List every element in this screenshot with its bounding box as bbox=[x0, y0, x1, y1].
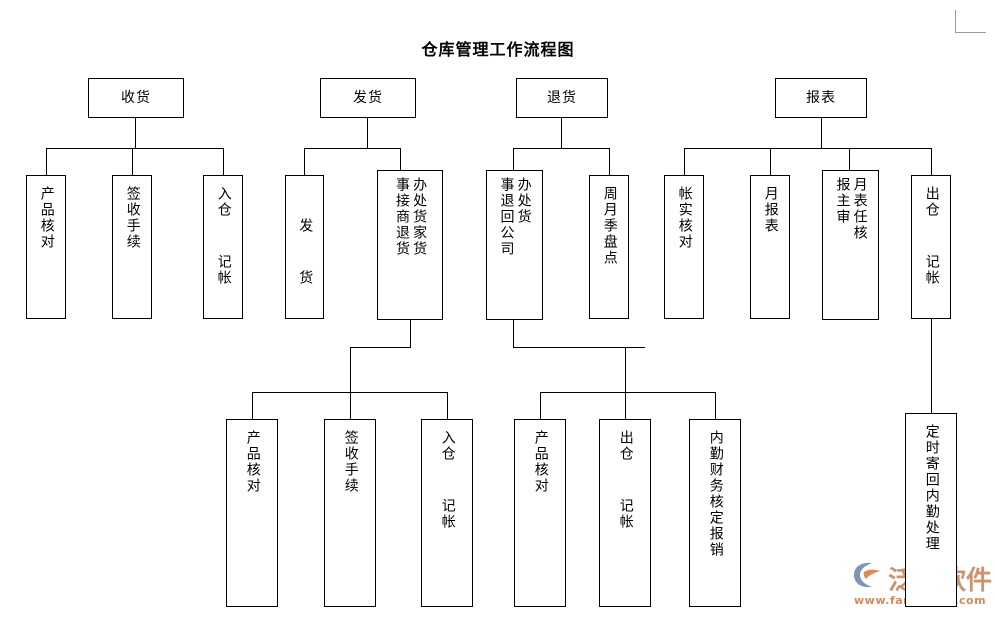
node-label-col-a: 事接商退货 bbox=[394, 177, 410, 257]
connector-shipping-sub-drop-1 bbox=[252, 392, 253, 419]
node-shipping-root[interactable]: 发货 bbox=[320, 78, 416, 118]
connector-reports-drop-4 bbox=[931, 148, 932, 175]
node-sign-procedure-receiving[interactable]: 签收手续 bbox=[112, 175, 152, 319]
node-account-physical-check[interactable]: 帐实核对 bbox=[664, 175, 704, 319]
connector-shipping-sub-drop-2 bbox=[350, 392, 351, 419]
node-mail-back-to-office[interactable]: 定时寄回内勤处理 bbox=[905, 413, 957, 607]
node-receiving-root[interactable]: 收货 bbox=[88, 78, 184, 118]
page-title: 仓库管理工作流程图 bbox=[421, 40, 575, 59]
connector-shipping-drop-1 bbox=[304, 148, 305, 175]
connector-returns-sub-drop-3 bbox=[715, 392, 716, 419]
connector-shipping-sub-elbow bbox=[350, 347, 411, 348]
connector-shipping-bus bbox=[304, 148, 401, 149]
connector-returns-sub-drop-2 bbox=[625, 392, 626, 419]
node-finance-reimburse[interactable]: 内勤财务核定报销 bbox=[689, 419, 741, 607]
connector-reports-drop-1 bbox=[684, 148, 685, 175]
node-periodic-inventory[interactable]: 周月季盘点 bbox=[589, 175, 629, 319]
node-product-check-receiving[interactable]: 产品核对 bbox=[26, 175, 66, 319]
node-store-account-shipping[interactable]: 入仓 记帐 bbox=[421, 419, 473, 607]
node-label: 周月季盘点 bbox=[601, 186, 618, 266]
node-label: 产品核对 bbox=[532, 430, 549, 494]
node-label: 产品核对 bbox=[244, 430, 261, 494]
node-deliver-goods[interactable]: 发 货 bbox=[285, 175, 324, 319]
node-label-col-b: 办处货 bbox=[515, 177, 532, 225]
connector-reports-sub-stem bbox=[931, 319, 932, 413]
node-label-col-a: 事退回公司 bbox=[498, 177, 515, 257]
connector-returns-stem bbox=[561, 118, 562, 148]
node-product-check-returns[interactable]: 产品核对 bbox=[514, 419, 566, 607]
node-label: 月报表 bbox=[762, 186, 779, 234]
connector-returns-drop-1 bbox=[513, 148, 514, 175]
node-label: 入仓 记帐 bbox=[215, 186, 232, 286]
connector-shipping-sub-stem-b bbox=[350, 347, 351, 392]
connector-receiving-stem bbox=[135, 118, 136, 148]
connector-returns-drop-2 bbox=[609, 148, 610, 175]
connector-reports-bus bbox=[684, 148, 932, 149]
connector-shipping-stem bbox=[367, 118, 368, 148]
node-return-to-company[interactable]: 事退回公司 办处货 bbox=[486, 170, 543, 320]
connector-returns-sub-stem-b bbox=[625, 347, 626, 392]
node-label-col-b: 办处货家货 bbox=[411, 177, 428, 257]
connector-returns-sub-stem-a bbox=[513, 320, 514, 347]
node-label: 签收手续 bbox=[342, 430, 359, 494]
connector-shipping-sub-stem-a bbox=[410, 320, 411, 347]
node-label: 发 货 bbox=[297, 218, 314, 286]
connector-returns-sub-elbow bbox=[513, 347, 645, 348]
connector-returns-sub-drop-1 bbox=[540, 392, 541, 419]
connector-receiving-drop-3 bbox=[223, 148, 224, 175]
logo-swoosh-icon bbox=[854, 562, 880, 588]
node-out-account-returns[interactable]: 出仓 记帐 bbox=[599, 419, 651, 607]
node-director-review[interactable]: 报主审 月表任核 bbox=[822, 170, 879, 320]
node-label: 出仓 记帐 bbox=[617, 430, 634, 530]
node-handle-merchant-return[interactable]: 事接商退货 办处货家货 bbox=[377, 170, 443, 320]
connector-returns-sub-bus bbox=[540, 392, 716, 393]
node-label: 帐实核对 bbox=[676, 186, 693, 250]
page-corner-mark bbox=[955, 10, 986, 33]
connector-reports-stem bbox=[821, 118, 822, 148]
connector-shipping-drop-2 bbox=[400, 148, 401, 175]
node-sign-procedure-shipping[interactable]: 签收手续 bbox=[324, 419, 376, 607]
connector-receiving-drop-2 bbox=[132, 148, 133, 175]
connector-returns-bus bbox=[513, 148, 610, 149]
node-label: 入仓 记帐 bbox=[439, 430, 456, 530]
node-label: 产品核对 bbox=[38, 186, 55, 250]
node-label: 签收手续 bbox=[124, 186, 141, 250]
node-returns-root[interactable]: 退货 bbox=[516, 78, 608, 118]
connector-reports-drop-3 bbox=[849, 148, 850, 175]
node-store-account-receiving[interactable]: 入仓 记帐 bbox=[203, 175, 243, 319]
connector-reports-drop-2 bbox=[770, 148, 771, 175]
node-product-check-shipping[interactable]: 产品核对 bbox=[226, 419, 278, 607]
node-label: 定时寄回内勤处理 bbox=[923, 424, 940, 552]
node-label: 出仓 记帐 bbox=[923, 186, 940, 286]
node-out-account-reports[interactable]: 出仓 记帐 bbox=[911, 175, 951, 319]
node-monthly-report[interactable]: 月报表 bbox=[750, 175, 790, 319]
node-label-col-a: 报主审 bbox=[834, 177, 851, 225]
node-label-col-b: 月表任核 bbox=[851, 177, 868, 241]
node-reports-root[interactable]: 报表 bbox=[775, 78, 867, 118]
node-label: 内勤财务核定报销 bbox=[707, 430, 724, 558]
connector-shipping-sub-drop-3 bbox=[447, 392, 448, 419]
connector-receiving-bus bbox=[46, 148, 224, 149]
connector-receiving-drop-1 bbox=[46, 148, 47, 175]
